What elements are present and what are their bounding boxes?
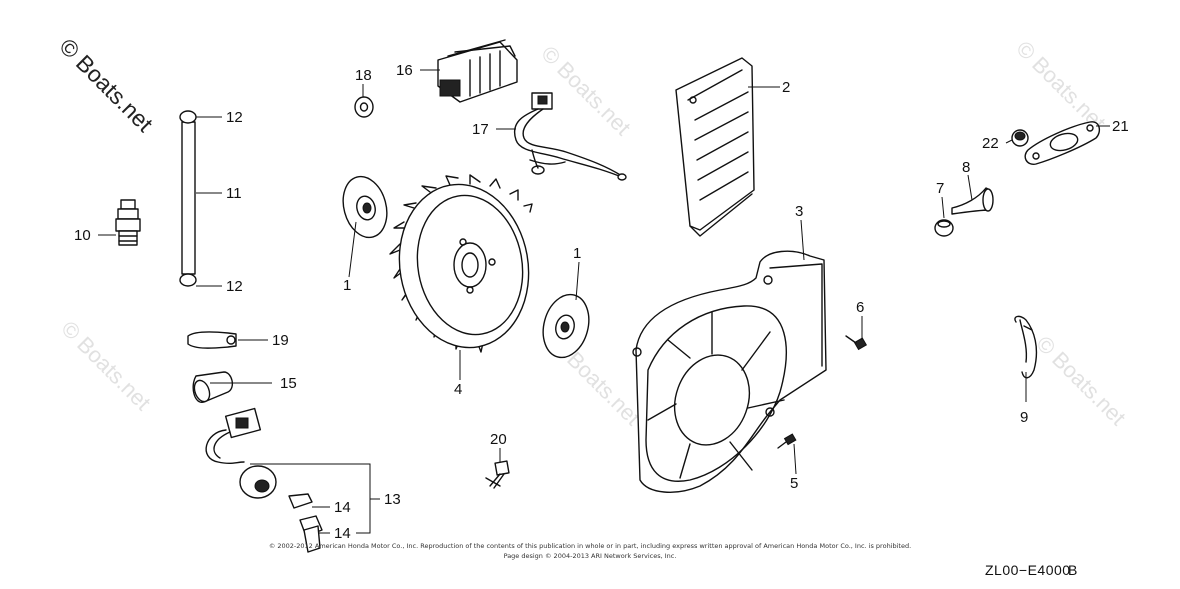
part-18-washer: [354, 96, 374, 118]
diagram-revision: B: [1068, 562, 1078, 578]
watermark: © Boats.net: [56, 316, 155, 415]
callout-9: 9: [1020, 409, 1028, 426]
callout-13: 13: [384, 491, 401, 508]
part-10-fitting: [115, 199, 141, 246]
callout-20: 20: [490, 431, 507, 448]
watermark-main: © Boats.net: [54, 33, 158, 137]
part-4-flywheel: [389, 174, 533, 353]
callout-1-upper: 1: [343, 277, 351, 294]
callout-19: 19: [272, 332, 289, 349]
callout-11: 11: [226, 185, 242, 202]
part-7-nut: [934, 219, 954, 237]
part-1-plate-upper: [342, 175, 388, 239]
callout-3: 3: [795, 203, 803, 220]
part-3-fan-cover: [632, 250, 827, 493]
callout-17: 17: [472, 121, 489, 138]
callout-14-bottom: 14: [334, 525, 351, 542]
copyright-line-2: Page design © 2004-2013 ARI Network Serv…: [504, 552, 677, 560]
callout-16: 16: [396, 62, 413, 79]
callout-7: 7: [936, 180, 944, 197]
part-22-cap: [1011, 129, 1029, 147]
part-13-key-switch: [205, 407, 323, 553]
copyright-line-1: © 2002-2012 American Honda Motor Co., In…: [269, 542, 911, 550]
callout-18: 18: [355, 67, 372, 84]
callout-5: 5: [790, 475, 798, 492]
callout-6: 6: [856, 299, 864, 316]
part-17-harness: [513, 92, 627, 181]
callout-15: 15: [280, 375, 297, 392]
part-5-bolt: [777, 433, 797, 449]
part-19-clip: [187, 331, 237, 349]
part-21-gasket: [1024, 121, 1101, 165]
callout-8: 8: [962, 159, 970, 176]
part-15-cap: [192, 371, 234, 403]
callout-12-top: 12: [226, 109, 243, 126]
callout-2: 2: [782, 79, 790, 96]
watermark: © Boats.net: [1031, 331, 1130, 430]
callout-12-bottom: 12: [226, 278, 243, 295]
part-20-bolt: [485, 460, 510, 489]
part-2-shroud: [675, 57, 755, 237]
callout-1-lower: 1: [573, 245, 581, 262]
watermark: © Boats.net: [1011, 36, 1110, 135]
callout-21: 21: [1112, 118, 1129, 135]
leader-lines: [98, 69, 1110, 534]
watermark: © Boats.net: [536, 41, 635, 140]
callout-14-top: 14: [334, 499, 351, 516]
part-11-tube: [179, 110, 197, 287]
part-16-regulator: [437, 39, 518, 103]
callout-labels: 1 1 2 3 4 5 6 7 8 9 10 11 12 12 13 14 14…: [74, 62, 1129, 542]
part-8-grommet: [951, 187, 994, 215]
part-6-bolt: [845, 335, 868, 351]
callout-4: 4: [454, 381, 462, 398]
part-1-plate-lower: [542, 293, 590, 359]
callout-22: 22: [982, 135, 999, 152]
diagram-code: ZL00−E4000: [985, 562, 1071, 578]
callout-10: 10: [74, 227, 91, 244]
part-9-clip: [1014, 315, 1038, 379]
watermarks: © Boats.net © Boats.net © Boats.net © Bo…: [56, 36, 1130, 430]
